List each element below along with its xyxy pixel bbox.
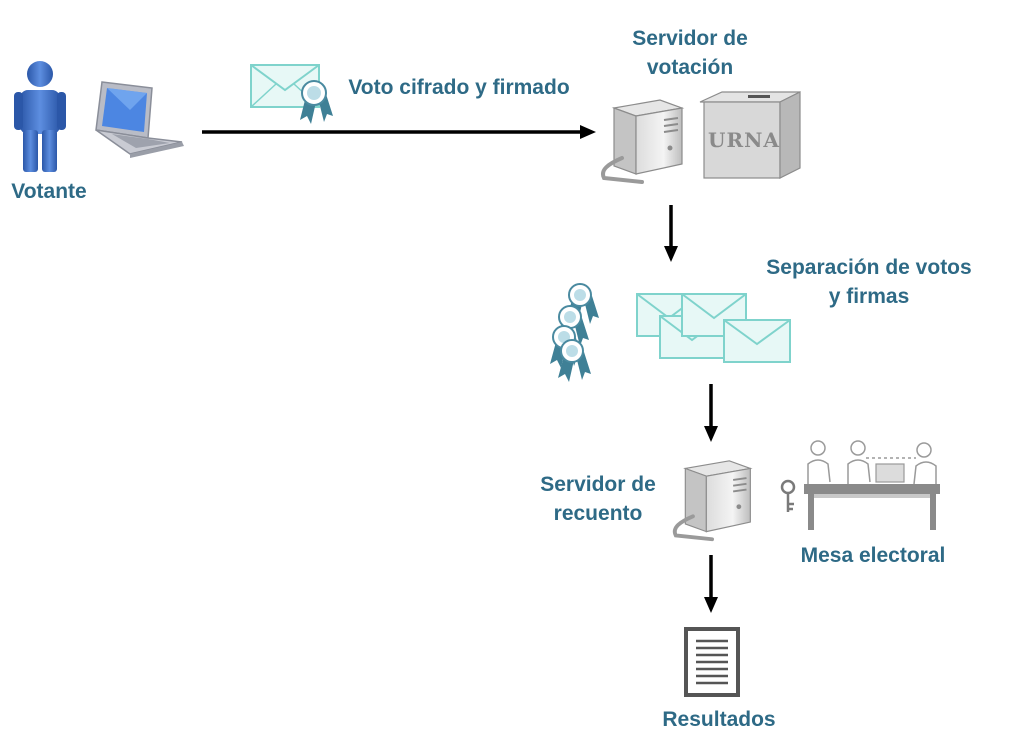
count-server-label-line1: Servidor de (540, 473, 656, 496)
arrow-voter-to-server (202, 125, 596, 139)
voting-server-label-line2: votación (646, 56, 734, 79)
voter-label: Votante (11, 180, 87, 203)
voting-server-icon (601, 99, 685, 184)
seal-icon (300, 80, 333, 124)
encrypted-vote-label: Voto cifrado y firmado (348, 76, 570, 99)
results-label: Resultados (662, 708, 776, 731)
count-server-label-line2: recuento (553, 502, 643, 525)
voter-person-icon (14, 61, 66, 172)
envelope-icon (723, 319, 791, 363)
laptop-icon (95, 81, 184, 158)
envelopes-group-icon (636, 293, 791, 363)
ballot-box-icon (699, 91, 801, 179)
seals-group-icon (550, 283, 599, 382)
election-board-label: Mesa electoral (800, 544, 946, 567)
key-icon (780, 479, 796, 512)
ballot-box-label: URNA (708, 128, 780, 152)
document-icon (684, 627, 740, 697)
election-board-icon (804, 440, 940, 530)
voting-server-label-line1: Servidor de (632, 27, 748, 50)
seal-icon (558, 339, 591, 382)
separation-label-line1: Separación de votos (766, 256, 972, 279)
count-server-icon (672, 460, 753, 542)
separation-label-line2: y firmas (828, 285, 910, 308)
arrow-count-to-results (704, 555, 718, 613)
arrow-server-to-separation (664, 205, 678, 262)
arrow-separation-to-count (704, 384, 718, 442)
